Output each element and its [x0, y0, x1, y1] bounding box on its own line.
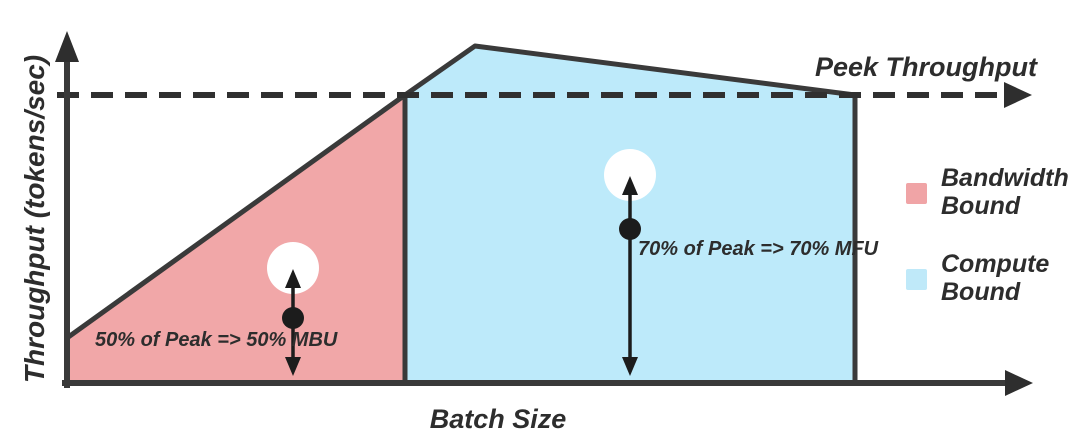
x-axis-arrowhead-icon: [1005, 370, 1033, 396]
bandwidth-highlight-circle: [267, 242, 319, 294]
compute-highlight-circle: [604, 149, 656, 201]
legend-label-compute-line1: Compute: [941, 250, 1049, 278]
bandwidth-marker-dot: [282, 307, 304, 329]
legend-label-bandwidth-line1: Bandwidth: [941, 164, 1069, 192]
peak-throughput-label: Peek Throughput: [815, 52, 1038, 82]
compute-up-arrowhead-icon: [622, 176, 638, 195]
x-axis-label: Batch Size: [430, 404, 567, 434]
bandwidth-up-arrowhead-icon: [285, 269, 301, 288]
compute-down-arrowhead-icon: [622, 357, 638, 376]
legend-label-compute-line2: Bound: [941, 278, 1021, 306]
legend-swatch-compute: [906, 269, 927, 290]
peak-line-arrowhead-icon: [1004, 82, 1032, 108]
y-axis-label: Throughput (tokens/sec): [19, 55, 50, 383]
compute-marker-dot: [619, 218, 641, 240]
compute-marker: [604, 149, 656, 376]
bandwidth-annotation-label: 50% of Peak => 50% MBU: [95, 329, 338, 351]
y-axis-arrowhead-icon: [55, 31, 79, 62]
legend: Bandwidth Bound Compute Bound: [906, 164, 1069, 306]
compute-annotation-label: 70% of Peak => 70% MFU: [638, 238, 879, 260]
bandwidth-down-arrowhead-icon: [285, 357, 301, 376]
legend-swatch-bandwidth: [906, 183, 927, 204]
legend-label-bandwidth-line2: Bound: [941, 192, 1021, 220]
bandwidth-marker: [267, 242, 319, 376]
